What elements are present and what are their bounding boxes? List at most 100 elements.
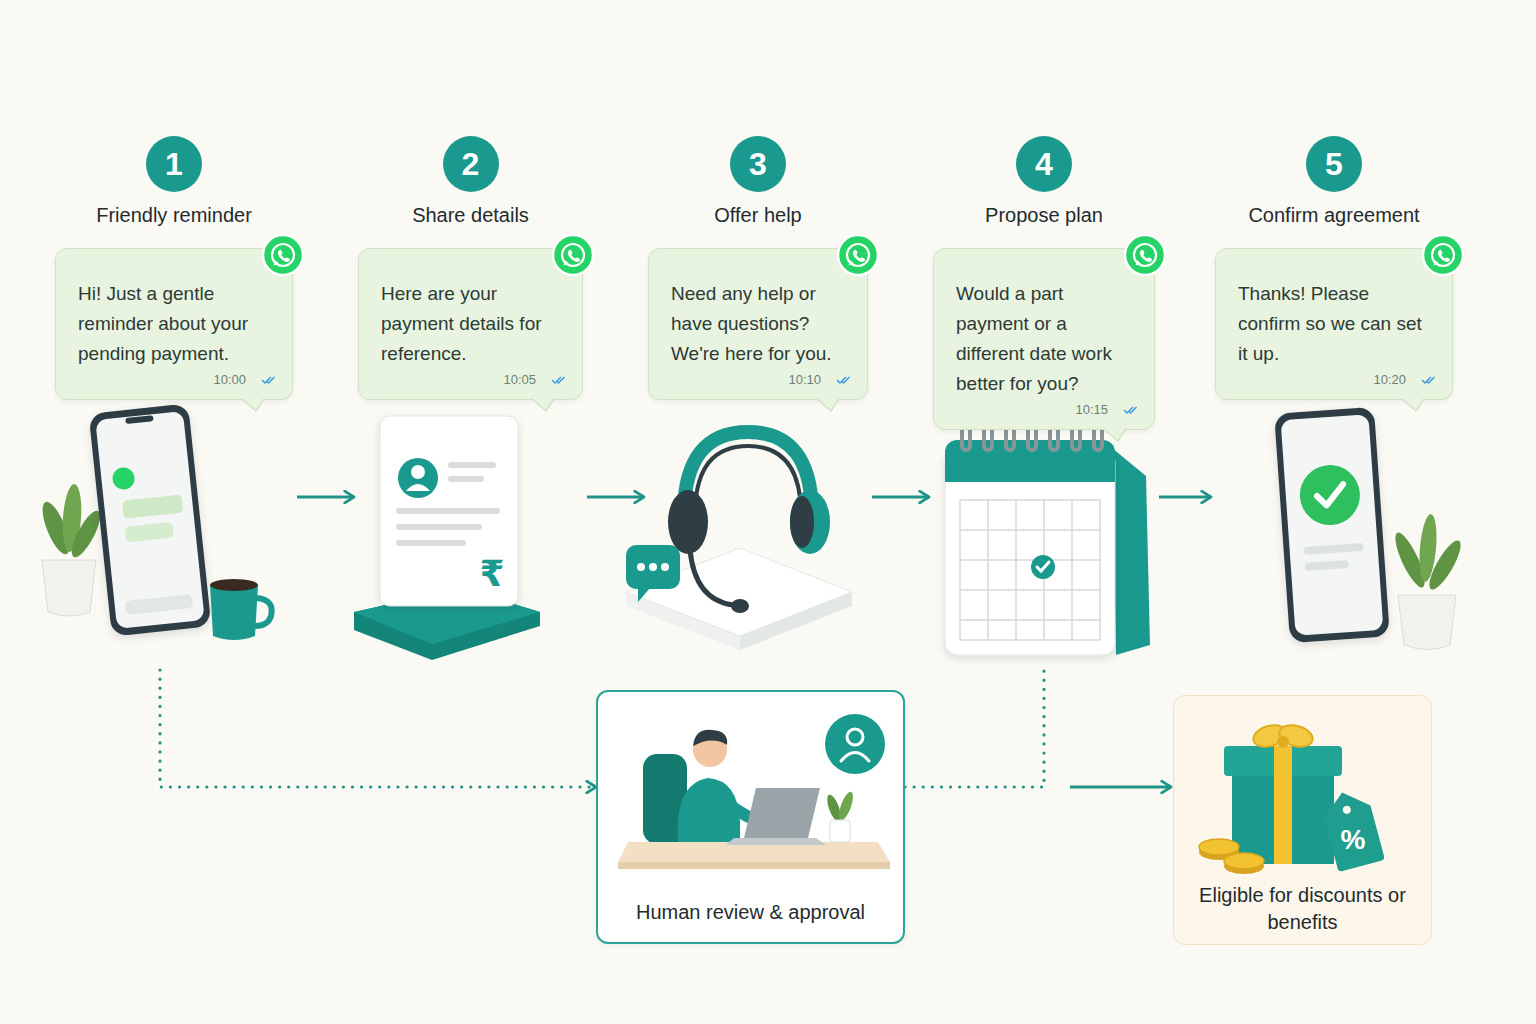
bubble-tail xyxy=(817,398,839,411)
read-ticks xyxy=(842,377,850,383)
whatsapp-icon xyxy=(274,260,279,265)
bubble-tail xyxy=(1104,428,1126,441)
whatsapp-icon xyxy=(1140,250,1152,262)
mug-illustration xyxy=(255,598,272,626)
gift-illustration xyxy=(1319,786,1385,872)
timestamp: 10:05 xyxy=(381,371,560,389)
whatsapp-icon xyxy=(1136,260,1141,265)
phone-illustration xyxy=(89,403,212,636)
headset-illustration xyxy=(649,563,657,571)
phone-illustration xyxy=(125,415,153,424)
whatsapp-icon xyxy=(260,232,306,278)
timestamp: 10:10 xyxy=(671,371,845,389)
person-at-desk-illustration xyxy=(836,790,856,822)
timestamp: 10:15 xyxy=(956,401,1132,419)
plant-illustration xyxy=(1390,513,1466,649)
whatsapp-icon xyxy=(1434,260,1439,265)
headset-illustration xyxy=(695,446,801,515)
person-at-desk-illustration xyxy=(744,788,820,838)
whatsapp-icon xyxy=(550,232,596,278)
message-text: Thanks! Please confirm so we can set it … xyxy=(1238,279,1430,369)
phone-illustration xyxy=(95,411,204,629)
whatsapp-icon xyxy=(1134,244,1156,266)
message-text: Hi! Just a gentle reminder about your pe… xyxy=(78,279,270,369)
bubble-tail xyxy=(532,399,554,411)
phone-illustration xyxy=(89,403,212,636)
calendar-illustration xyxy=(945,462,1115,482)
bubble-tail xyxy=(532,398,554,412)
read-ticks xyxy=(551,375,566,385)
calendar-illustration xyxy=(1037,562,1049,571)
person-at-desk-illustration xyxy=(618,862,890,869)
mug-illustration xyxy=(210,579,258,591)
plant-illustration xyxy=(1398,595,1456,650)
step-number: 4 xyxy=(1035,148,1053,180)
read-ticks xyxy=(1123,405,1138,415)
chat-bubble: Hi! Just a gentle reminder about your pe… xyxy=(55,248,293,400)
step-number: 2 xyxy=(462,148,480,180)
step-number-circle: 5 xyxy=(1306,136,1362,192)
whatsapp-icon xyxy=(564,260,569,265)
gift-illustration xyxy=(1199,839,1239,855)
calendar-illustration xyxy=(960,500,1100,640)
flow-arrow xyxy=(872,496,929,499)
step-title: Share details xyxy=(358,202,583,228)
calendar-illustration xyxy=(1112,448,1150,655)
plant-illustration xyxy=(37,483,105,616)
phone-illustration xyxy=(1305,560,1349,571)
document-illustration xyxy=(396,524,482,530)
whatsapp-icon xyxy=(1438,250,1450,262)
person-at-desk-illustration xyxy=(693,730,727,746)
step-title: Offer help xyxy=(648,202,868,228)
message-text: Would a part payment or a different date… xyxy=(956,279,1132,399)
document-illustration xyxy=(380,416,518,606)
headset-illustration xyxy=(626,545,680,589)
calendar-illustration xyxy=(945,420,1150,655)
whatsapp-icon xyxy=(278,250,290,262)
step-number-circle: 3 xyxy=(730,136,786,192)
headset-illustration xyxy=(637,563,645,571)
whatsapp-icon xyxy=(838,235,878,275)
person-at-desk-illustration xyxy=(830,820,850,842)
mug-illustration xyxy=(210,579,272,640)
headset-illustration xyxy=(661,563,669,571)
headset-illustration xyxy=(790,490,830,554)
gift-illustration xyxy=(1224,853,1264,869)
read-ticks xyxy=(261,375,276,385)
read-ticks xyxy=(1427,377,1435,383)
bubble-tail xyxy=(1104,428,1126,442)
flow-arrow xyxy=(905,786,1171,789)
message-text: Need any help or have questions? We're h… xyxy=(671,279,845,369)
dotted-connector xyxy=(905,670,1044,787)
step-title: Friendly reminder xyxy=(55,202,293,228)
whatsapp-icon xyxy=(568,250,580,262)
step-column: Propose plan 4Would a part payment or a d… xyxy=(933,136,1155,670)
read-ticks xyxy=(836,375,851,385)
person-at-desk-illustration xyxy=(825,714,885,774)
step-column: Offer help 3Need any help or have questio… xyxy=(648,136,868,670)
timestamp: 10:20 xyxy=(1238,371,1430,389)
whatsapp-icon xyxy=(553,235,593,275)
gift-illustration xyxy=(1274,746,1292,864)
step-number: 1 xyxy=(165,148,183,180)
phone-illustration xyxy=(89,403,212,636)
phone-illustration xyxy=(1274,407,1390,643)
whatsapp-icon xyxy=(1122,232,1168,278)
phone-illustration xyxy=(111,466,135,490)
whatsapp-icon xyxy=(849,260,854,265)
step-column: Friendly reminder 1Hi! Just a gentle remi… xyxy=(55,136,293,670)
step-title: Propose plan xyxy=(933,202,1155,228)
chat-bubble: Would a part payment or a different date… xyxy=(933,248,1155,430)
whatsapp-icon xyxy=(263,235,303,275)
plant-illustration xyxy=(42,560,96,616)
bubble-tail xyxy=(1402,399,1424,411)
headset-illustration xyxy=(690,550,733,605)
bubble-tail xyxy=(817,399,839,411)
step-number: 3 xyxy=(749,148,767,180)
whatsapp-icon xyxy=(1432,244,1454,266)
headset-illustration xyxy=(626,432,852,650)
step-number-circle: 1 xyxy=(146,136,202,192)
bubble-tail xyxy=(532,398,554,411)
person-at-desk-illustration xyxy=(847,729,863,745)
